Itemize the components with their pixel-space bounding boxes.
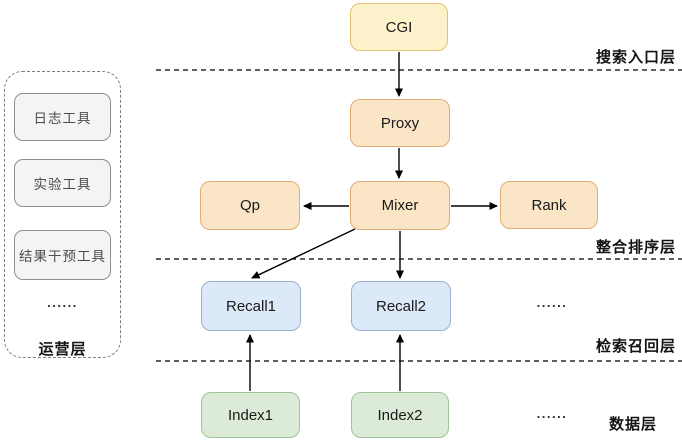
sidebar-ellipsis: ...... xyxy=(47,295,78,310)
label-retrieval-recall-layer: 检索召回层 xyxy=(595,338,676,355)
node-recall1: Recall1 xyxy=(201,281,301,331)
label-data-layer: 数据层 xyxy=(608,416,657,433)
label-search-entry-layer: 搜索入口层 xyxy=(595,49,676,66)
index-row-ellipsis: ...... xyxy=(536,406,568,421)
operations-group: 日志工具 实验工具 结果干预工具 ...... 运营层 xyxy=(4,71,121,358)
operations-layer-label: 运营层 xyxy=(38,341,87,358)
node-mixer: Mixer xyxy=(350,181,450,230)
recall-row-ellipsis: ...... xyxy=(536,295,568,310)
tool-experiment: 实验工具 xyxy=(14,159,111,207)
tool-result-intervention: 结果干预工具 xyxy=(14,230,111,280)
node-recall2: Recall2 xyxy=(351,281,451,331)
node-index2: Index2 xyxy=(351,392,449,438)
label-merge-rank-layer: 整合排序层 xyxy=(595,239,676,256)
node-qp: Qp xyxy=(200,181,300,230)
node-cgi: CGI xyxy=(350,3,448,51)
arrow-mixer-to-recall1 xyxy=(251,228,356,279)
node-index1: Index1 xyxy=(201,392,300,438)
node-proxy: Proxy xyxy=(350,99,450,147)
node-rank: Rank xyxy=(500,181,598,229)
tool-log: 日志工具 xyxy=(14,93,111,141)
